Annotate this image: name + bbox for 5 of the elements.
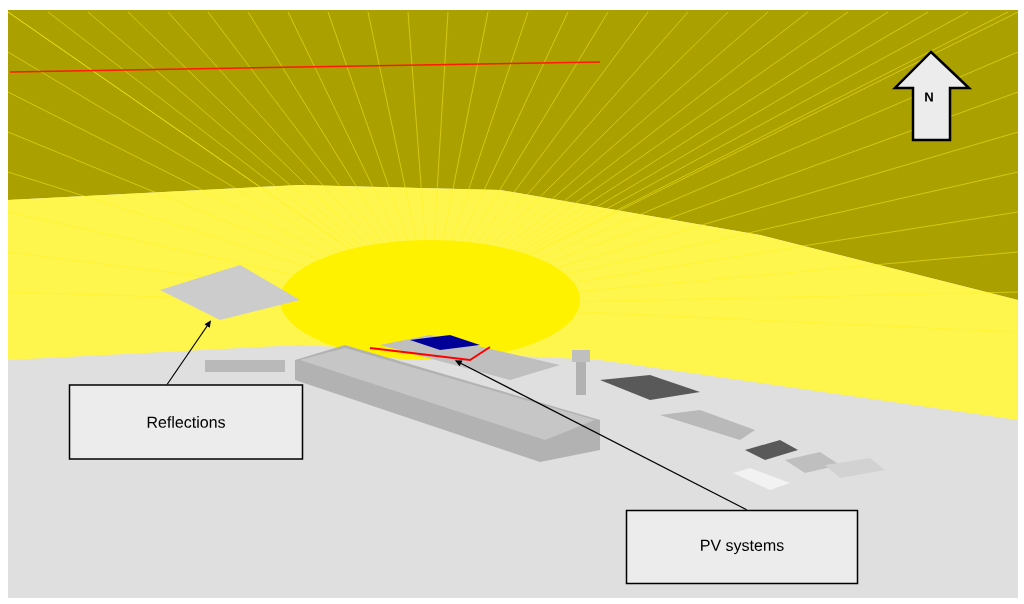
reflecting-terrain <box>160 265 300 320</box>
compass-letter: N <box>925 92 933 102</box>
label-box: PV systems <box>625 509 859 585</box>
pv-array <box>369 335 491 362</box>
label-box: Reflections <box>68 384 304 460</box>
